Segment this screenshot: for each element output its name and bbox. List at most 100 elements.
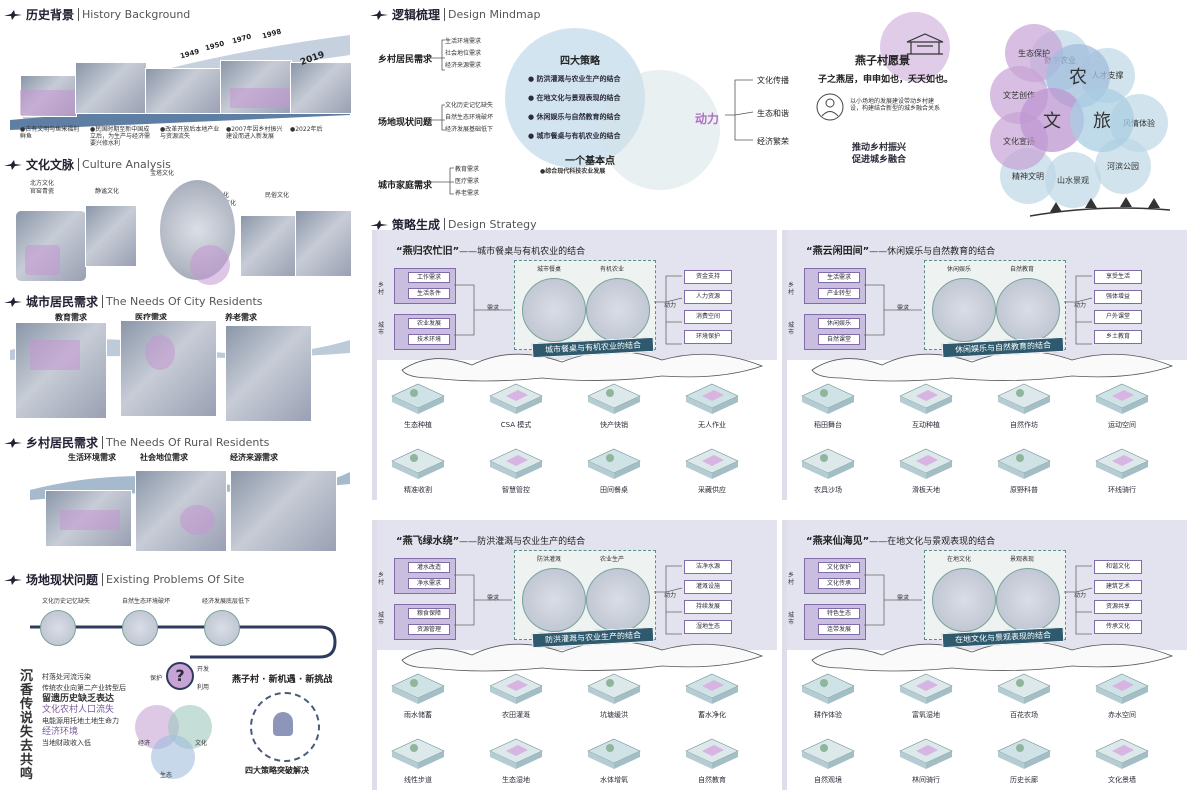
mm-small-2: 社会地位需求 bbox=[445, 50, 482, 57]
mm-right-econ: 经济繁荣 bbox=[757, 137, 789, 146]
mm-small-6: 经济发展基础低下 bbox=[445, 126, 494, 133]
right-item: 环境保护 bbox=[684, 330, 732, 344]
iso-card-illustration bbox=[391, 738, 445, 769]
mm-strategy-list: ● 防洪灌溉与农业生产的结合 ● 在地文化与景观表现的结合 ● 休闲娱乐与自然教… bbox=[528, 75, 621, 140]
left-item: 净水需求 bbox=[408, 578, 450, 589]
rural-photo-2 bbox=[135, 470, 227, 552]
city-tint-1 bbox=[30, 340, 80, 370]
right-connector bbox=[654, 275, 683, 345]
iso-card-label: 快产快销 bbox=[600, 421, 628, 429]
culture-note-2: 官窑青瓷 bbox=[30, 188, 55, 195]
problems-title-cn: 场地现状问题 bbox=[26, 573, 99, 587]
iso-card-illustration bbox=[587, 738, 641, 769]
right-connector bbox=[1064, 565, 1093, 635]
city-title: 城市居民需求 The Needs Of City Residents bbox=[4, 293, 263, 310]
swallow-icon bbox=[4, 574, 22, 585]
city-title-cn: 城市居民需求 bbox=[26, 295, 99, 309]
row-label-rural: 乡村 bbox=[788, 572, 795, 586]
quadrant-side-bar bbox=[372, 230, 377, 500]
history-note-5: ●2022年后 bbox=[290, 126, 323, 133]
iso-card-illustration bbox=[685, 448, 739, 479]
quadrant-title: “燕云闲田间”——休闲娱乐与自然教育的结合 bbox=[806, 246, 996, 257]
center-circle-b bbox=[586, 278, 650, 342]
wheel-label-eco: 生态 bbox=[160, 772, 173, 779]
quadrant-title: “燕归农忙旧”——城市餐桌与有机农业的结合 bbox=[396, 246, 586, 257]
left-item: 农业发展 bbox=[408, 318, 450, 329]
problem-circle-3 bbox=[204, 610, 240, 646]
iso-card-label: 自然作坊 bbox=[1010, 421, 1038, 429]
center-circle-a bbox=[932, 568, 996, 632]
mindmap-grey-circle bbox=[600, 70, 720, 190]
iso-card-label: 稻田舞台 bbox=[814, 421, 842, 429]
right-connector bbox=[654, 565, 683, 635]
mm-right-eco: 生态和谐 bbox=[757, 109, 789, 118]
rural-title-en: The Needs Of Rural Residents bbox=[102, 436, 269, 449]
left-connector bbox=[454, 284, 512, 336]
culture-title-cn: 文化文脉 bbox=[26, 158, 75, 172]
rural-tint-2 bbox=[180, 505, 215, 535]
culture-note-3: 静谧文化 bbox=[95, 188, 120, 195]
mm-small-9: 养老需求 bbox=[455, 190, 480, 197]
right-item: 乡土教育 bbox=[1094, 330, 1142, 344]
wheel-label-econ: 经济 bbox=[138, 740, 151, 747]
city-photo-3 bbox=[225, 325, 312, 422]
wheel-label-protect: 保护 bbox=[150, 675, 163, 682]
center-circle-b-label: 自然教育 bbox=[1010, 266, 1035, 273]
iso-card-illustration bbox=[997, 448, 1051, 479]
cloud-outline bbox=[401, 641, 764, 672]
history-photo-2 bbox=[75, 62, 147, 114]
left-item: 产业转型 bbox=[818, 288, 860, 299]
swallow-icon bbox=[370, 9, 388, 20]
iso-card-label: 滑板天地 bbox=[912, 486, 940, 494]
culture-tint-1 bbox=[25, 245, 60, 275]
history-note-1: ●古有文明与鱼米福利鲜鱼 bbox=[20, 126, 80, 140]
iso-card-illustration bbox=[899, 448, 953, 479]
wheel-circle-ecology bbox=[151, 735, 195, 779]
mindmap-title: 逻辑梳理 Design Mindmap bbox=[370, 6, 540, 23]
right-item: 享受生活 bbox=[1094, 270, 1142, 284]
mindmap-title-cn: 逻辑梳理 bbox=[392, 8, 441, 22]
iso-card-label: 精准收割 bbox=[404, 486, 432, 494]
iso-card-label: 生态湿地 bbox=[502, 776, 530, 784]
problem-quote-lines: 村落处河流污染 传统农业向第二产业转型后 留遗历史缺乏表达 文化农村人口流失 电… bbox=[42, 673, 126, 747]
vision-circle bbox=[880, 12, 950, 82]
row-label-demand: 需求 bbox=[897, 595, 910, 602]
right-item: 人力资源 bbox=[684, 290, 732, 304]
iso-card-illustration bbox=[391, 448, 445, 479]
iso-card-illustration bbox=[1095, 738, 1149, 769]
problem-label-3: 经济发展底层低下 bbox=[202, 598, 251, 605]
quadrant-side-bar bbox=[782, 520, 787, 790]
right-item: 湿地生态 bbox=[684, 620, 732, 634]
culture-photo-3 bbox=[240, 215, 297, 277]
left-item: 资源管理 bbox=[408, 624, 450, 635]
iso-card-label: 雨水储蓄 bbox=[404, 711, 432, 719]
history-note-2: ●民国时期至新中国成立后，为生产与经济需要兴修水利 bbox=[90, 126, 151, 147]
center-circle-b-label: 有机农业 bbox=[600, 266, 625, 273]
center-circle-a-label: 防洪灌溉 bbox=[537, 556, 562, 563]
iso-card-label: 蓄水净化 bbox=[698, 711, 726, 719]
mindmap-title-en: Design Mindmap bbox=[444, 8, 540, 21]
history-note-4: ●2007年因乡村振兴建设而进入新发展 bbox=[226, 126, 283, 140]
rural-label-env: 生活环境需求 bbox=[68, 453, 116, 462]
iso-card-label: 自然观境 bbox=[814, 776, 842, 784]
left-item: 连带发展 bbox=[818, 624, 860, 635]
city-title-en: The Needs Of City Residents bbox=[102, 295, 263, 308]
left-item: 工作需求 bbox=[408, 272, 450, 283]
problems-title-en: Existing Problems Of Site bbox=[102, 573, 244, 586]
iso-card-label: 无人作业 bbox=[698, 421, 726, 429]
left-connector bbox=[864, 574, 922, 626]
iso-card-label: 生态种植 bbox=[404, 421, 432, 429]
center-circle-b-label: 农业生产 bbox=[600, 556, 625, 563]
row-label-power: 动力 bbox=[1074, 302, 1087, 309]
left-item: 特色生态 bbox=[818, 608, 860, 619]
city-tint-2 bbox=[145, 335, 175, 370]
right-item: 灌溉设施 bbox=[684, 580, 732, 594]
swallow-icon bbox=[4, 159, 22, 170]
center-circle-b bbox=[996, 568, 1060, 632]
iso-card-illustration bbox=[997, 383, 1051, 414]
culture-title-en: Culture Analysis bbox=[78, 158, 171, 171]
problem-label-1: 文化历史记忆缺失 bbox=[42, 598, 91, 605]
culture-photo-4 bbox=[295, 210, 352, 277]
vision-text: 子之燕居，申申如也，夭夭如也。 bbox=[818, 75, 954, 85]
problems-track bbox=[30, 625, 337, 659]
